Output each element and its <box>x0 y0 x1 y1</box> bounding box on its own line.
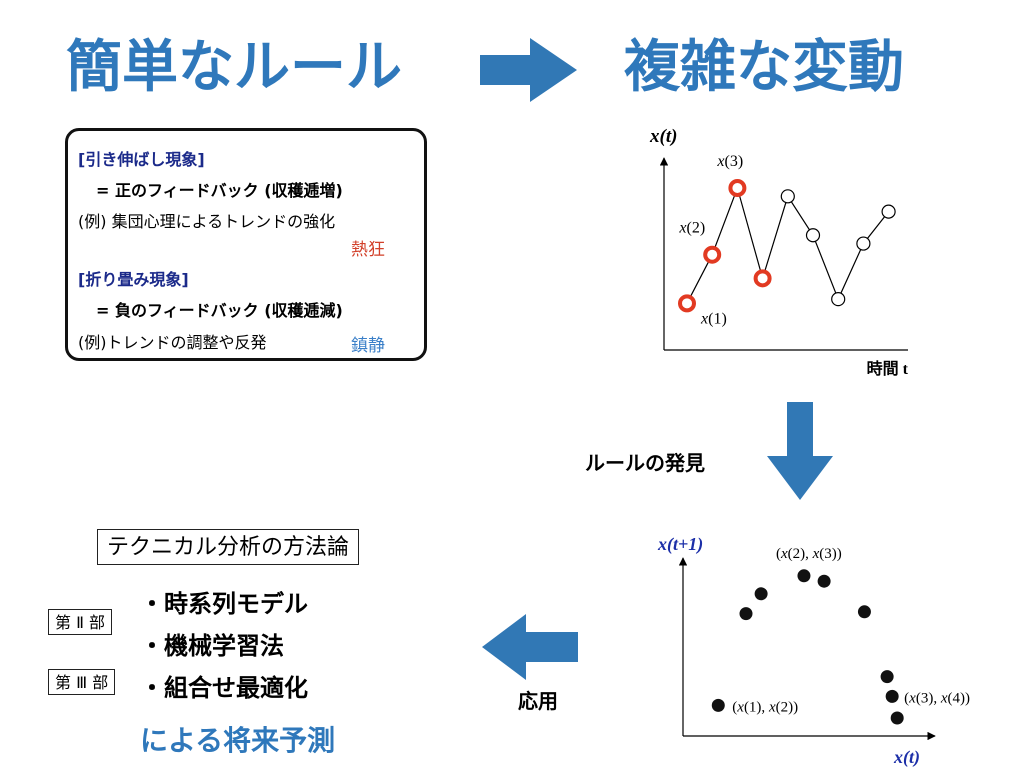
methodology-title: テクニカル分析の方法論 <box>97 529 360 565</box>
rm-ylabel: x(t+1) <box>657 534 703 555</box>
method-item-machine-learning: ・機械学習法 <box>140 632 284 660</box>
return-map-chart: x(t+1) x(t) (x(1), x(2)) (x(2), x(3)) (x(3… <box>657 534 970 768</box>
ts-point <box>881 204 896 219</box>
stretch-example: (例) 集団心理によるトレンドの強化 <box>78 212 336 231</box>
apply-label: 応用 <box>518 689 558 713</box>
rules-box: [引き伸ばし現象] = 正のフィードバック (収穫逓増) (例) 集団心理による… <box>65 128 427 361</box>
rm-point <box>797 569 811 583</box>
ts-point-highlighted <box>728 179 747 197</box>
ts-ylabel: x(t) <box>649 126 677 147</box>
fold-equation: = 負のフィードバック (収穫逓減) <box>96 301 343 320</box>
rm-xlabel: x(t) <box>893 747 920 768</box>
rm-point <box>711 698 725 712</box>
rm-point <box>890 711 904 725</box>
part2-badge: 第 Ⅱ 部 <box>48 609 113 635</box>
right-arrow-icon <box>480 38 577 102</box>
rm-point <box>857 605 871 619</box>
rm-annotation: (x(3), x(4)) <box>904 690 970 706</box>
part3-badge: 第 Ⅲ 部 <box>48 669 116 695</box>
stretch-equation: = 正のフィードバック (収穫逓増) <box>96 181 343 200</box>
stretch-heading: [引き伸ばし現象] <box>78 150 205 169</box>
rm-point <box>739 607 753 621</box>
ts-point-highlighted <box>703 245 722 264</box>
rm-annotation: (x(2), x(3)) <box>776 546 842 562</box>
left-title: 簡単なルール <box>66 35 402 100</box>
rm-point <box>885 689 899 703</box>
ts-annotation: x(3) <box>716 153 743 170</box>
rm-point <box>817 574 831 588</box>
method-item-combinatorial: ・組合せ最適化 <box>140 674 308 702</box>
left-arrow-icon <box>482 614 578 680</box>
ts-point <box>780 189 795 204</box>
rm-point <box>880 670 894 684</box>
rm-annotation: (x(1), x(2)) <box>732 699 798 715</box>
method-item-time-series: ・時系列モデル <box>140 590 308 618</box>
stretch-effect: 熱狂 <box>351 240 385 260</box>
down-arrow-icon <box>767 402 833 500</box>
prediction-label: による将来予測 <box>140 724 336 757</box>
ts-point <box>805 228 821 243</box>
ts-point-highlighted <box>753 269 772 288</box>
ts-point-highlighted <box>678 294 696 313</box>
ts-point <box>831 292 846 307</box>
ts-xlabel: 時間 t <box>867 359 909 378</box>
fold-effect: 鎮静 <box>351 336 385 356</box>
ts-point <box>856 236 871 251</box>
ts-annotation: x(2) <box>678 220 705 237</box>
time-series-chart: x(t) 時間 t x(1) x(2) x(3) <box>649 126 909 378</box>
fold-example: (例)トレンドの調整や反発 <box>78 333 267 352</box>
fold-heading: [折り畳み現象] <box>78 270 189 289</box>
discover-label: ルールの発見 <box>585 451 705 475</box>
rm-point <box>754 587 768 601</box>
ts-annotation: x(1) <box>700 310 727 327</box>
right-title: 複雑な変動 <box>624 35 904 100</box>
